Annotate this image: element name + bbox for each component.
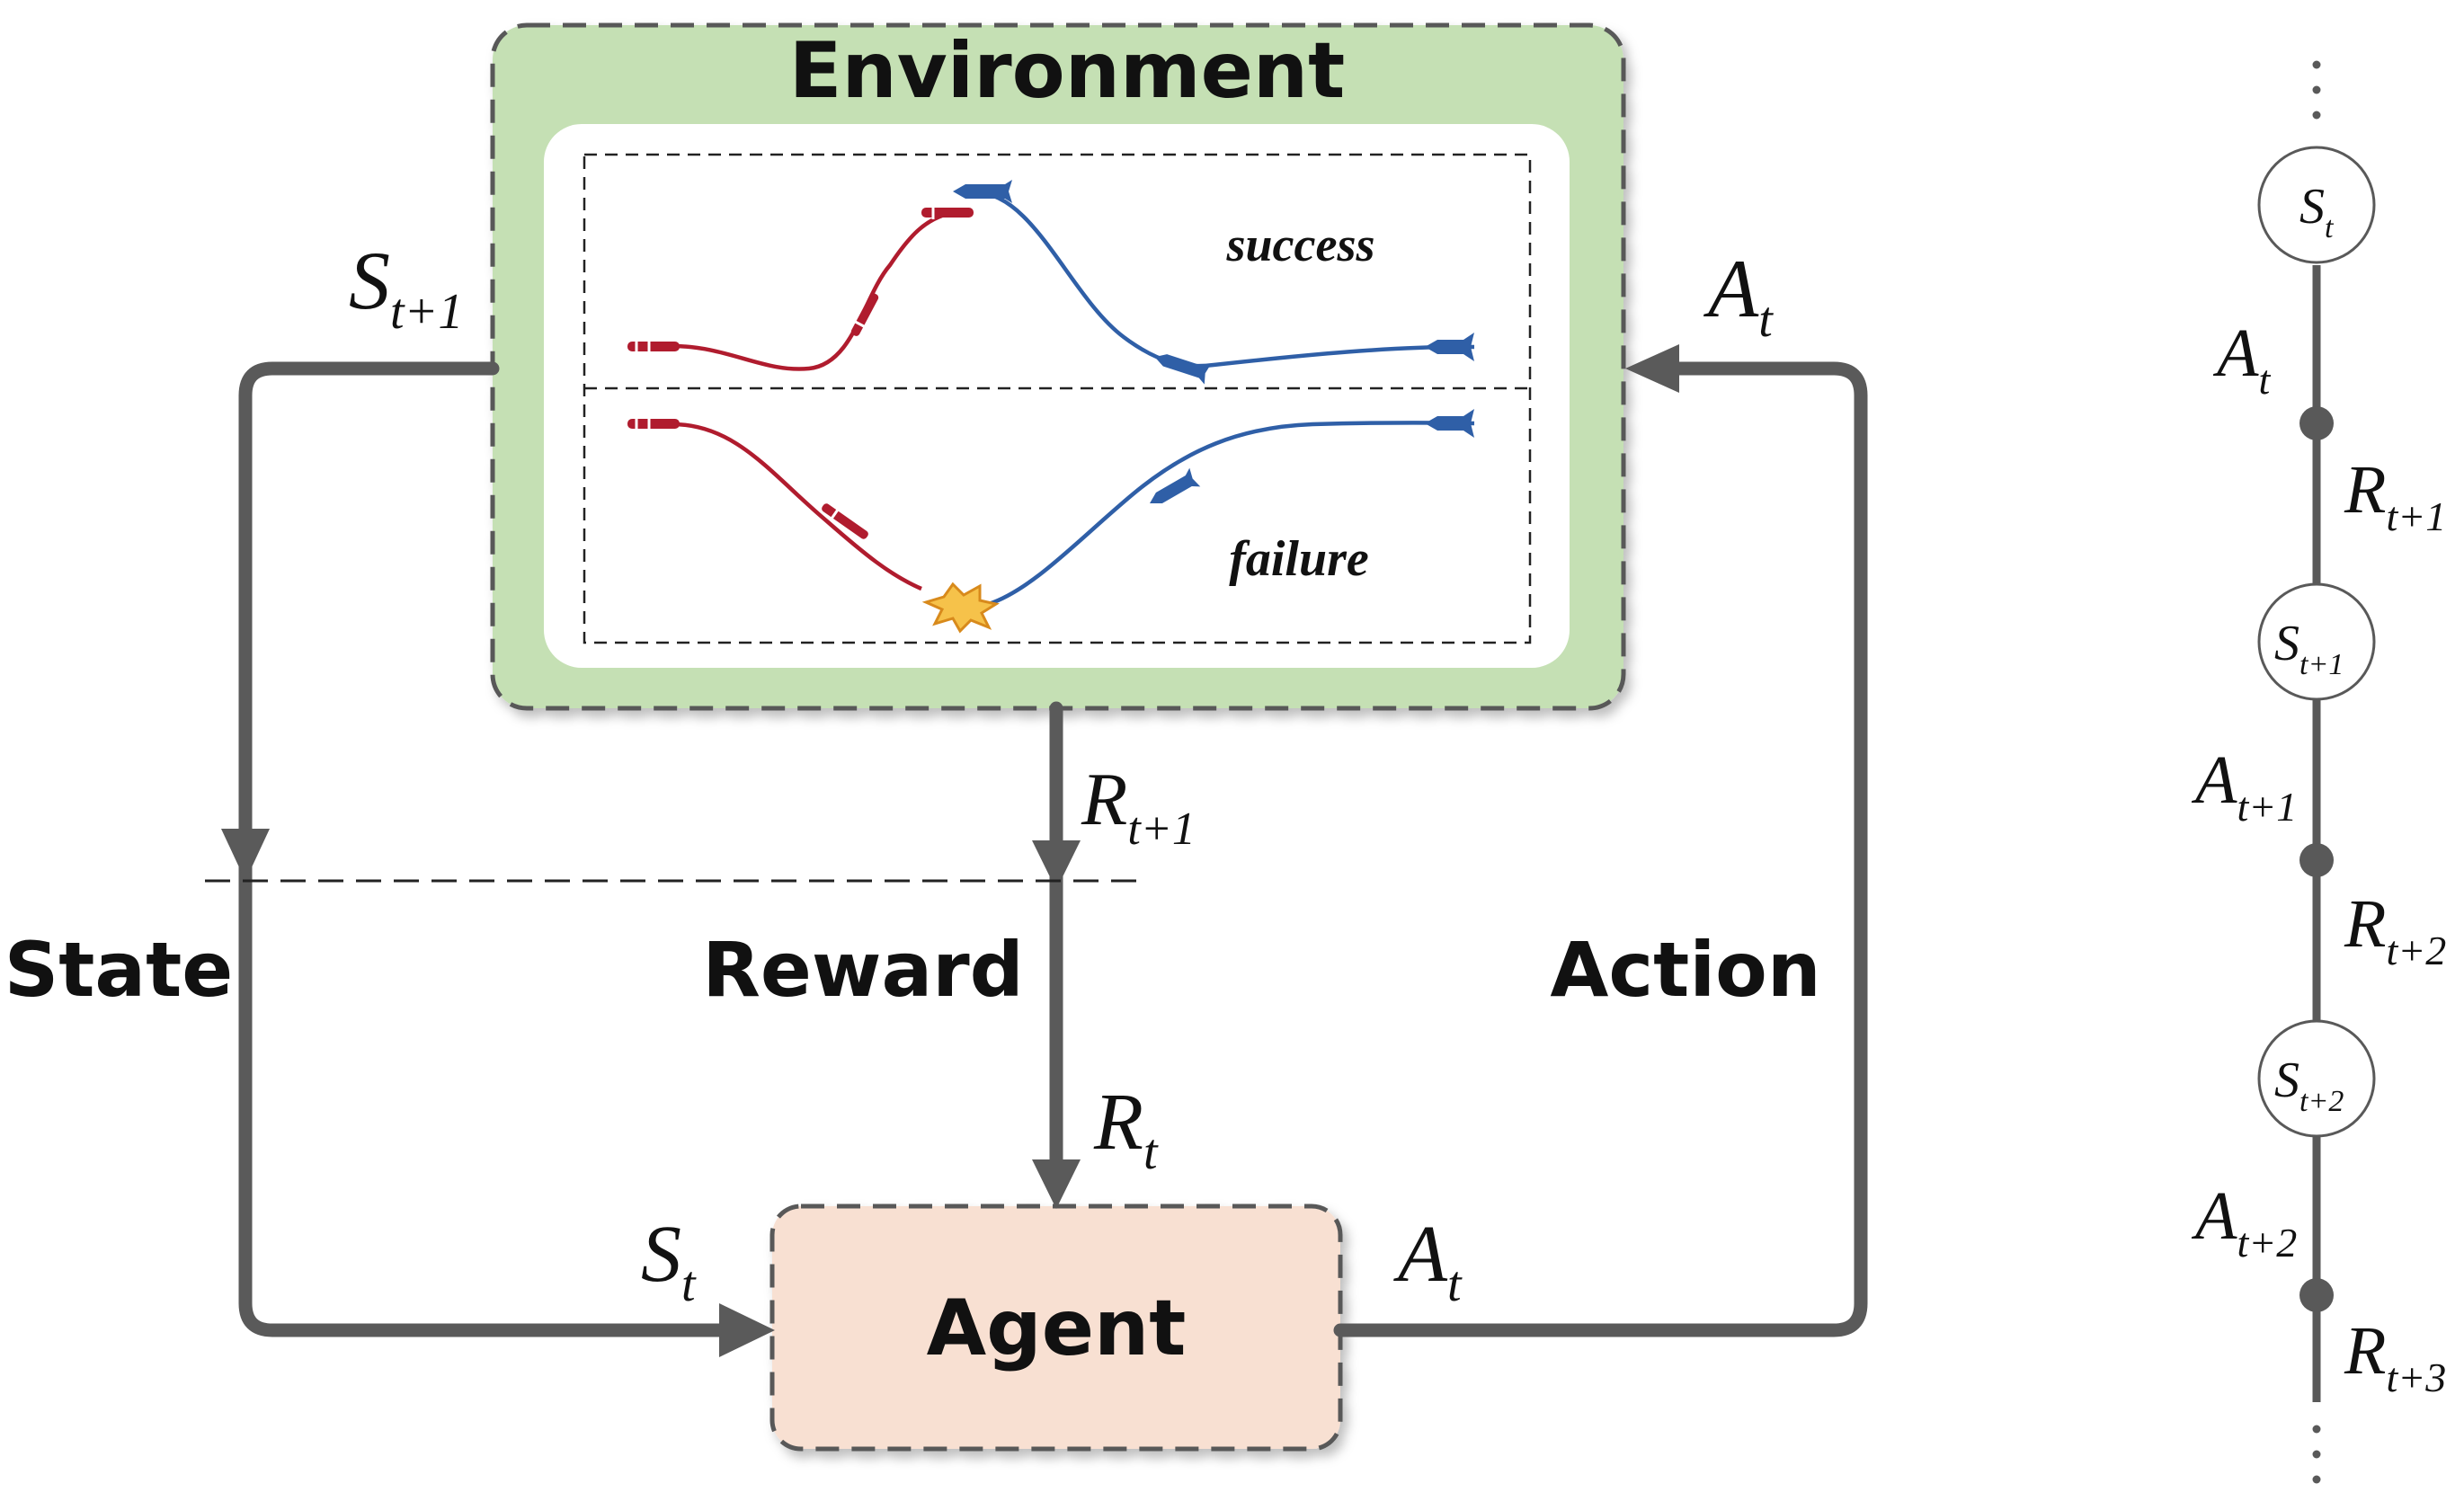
chain-reward-label: Rt+2 xyxy=(2344,886,2446,973)
reward-label: Reward xyxy=(702,926,1024,1014)
blue-missile-icon xyxy=(1425,409,1474,438)
chain-action-dot xyxy=(2299,406,2334,440)
agent-box: Agent xyxy=(769,1204,1343,1452)
action-in-symbol: At xyxy=(1703,243,1774,348)
ellipsis-top xyxy=(2312,60,2321,120)
chain-reward-label: Rt+3 xyxy=(2344,1313,2446,1400)
state-label: State xyxy=(4,926,233,1014)
chain-action-dot xyxy=(2299,843,2334,877)
environment-panel xyxy=(544,124,1570,668)
chain-action-label: At+2 xyxy=(2191,1178,2297,1266)
state-symbol: St xyxy=(641,1210,697,1312)
ellipsis-bottom xyxy=(2312,1425,2321,1484)
svg-text:St+1: St+1 xyxy=(2274,616,2344,681)
explosion-icon xyxy=(921,582,1000,634)
environment-box: Environment xyxy=(490,22,1626,711)
chain-reward-label: Rt+1 xyxy=(2344,452,2446,539)
chain-action-label: At xyxy=(2212,315,2271,403)
chain-action-dot xyxy=(2299,1278,2334,1312)
agent-title: Agent xyxy=(927,1284,1187,1373)
chain-state-node: St+1 xyxy=(2257,582,2376,701)
red-missile-icon xyxy=(921,206,974,219)
reward-flow-arrow xyxy=(1032,701,1081,1209)
red-missile-icon xyxy=(627,340,680,353)
failure-scenario: failure xyxy=(627,409,1475,634)
action-out-symbol: At xyxy=(1393,1210,1463,1312)
state-flow-arrow xyxy=(221,361,775,1357)
chain-action-label: At+1 xyxy=(2191,742,2297,830)
failure-label: failure xyxy=(1229,531,1369,587)
chain-state-node: St xyxy=(2257,146,2376,264)
scenario-frame xyxy=(583,153,1532,644)
reward-next-symbol: Rt+1 xyxy=(1081,758,1196,855)
action-label: Action xyxy=(1550,926,1820,1014)
environment-title: Environment xyxy=(789,26,1346,116)
chain-state-node: St+2 xyxy=(2257,1019,2376,1138)
svg-text:St+2: St+2 xyxy=(2274,1053,2344,1118)
action-flow-arrow xyxy=(1333,344,1868,1337)
blue-missile-icon xyxy=(1150,467,1201,504)
state-next-symbol: St+1 xyxy=(349,235,463,340)
blue-missile-icon xyxy=(1154,354,1212,385)
success-scenario: success xyxy=(627,180,1475,385)
success-label: success xyxy=(1226,218,1375,271)
blue-missile-icon xyxy=(953,180,1012,203)
blue-missile-icon xyxy=(1425,333,1474,361)
trajectory-chain: St St+1 St+2 At At+1 At+2 Rt+1 Rt+2 Rt+3 xyxy=(2191,60,2446,1484)
reward-symbol: Rt xyxy=(1093,1078,1159,1180)
svg-text:St: St xyxy=(2299,179,2335,244)
red-missile-icon xyxy=(850,293,879,336)
red-missile-icon xyxy=(822,503,868,539)
red-missile-icon xyxy=(627,417,680,431)
